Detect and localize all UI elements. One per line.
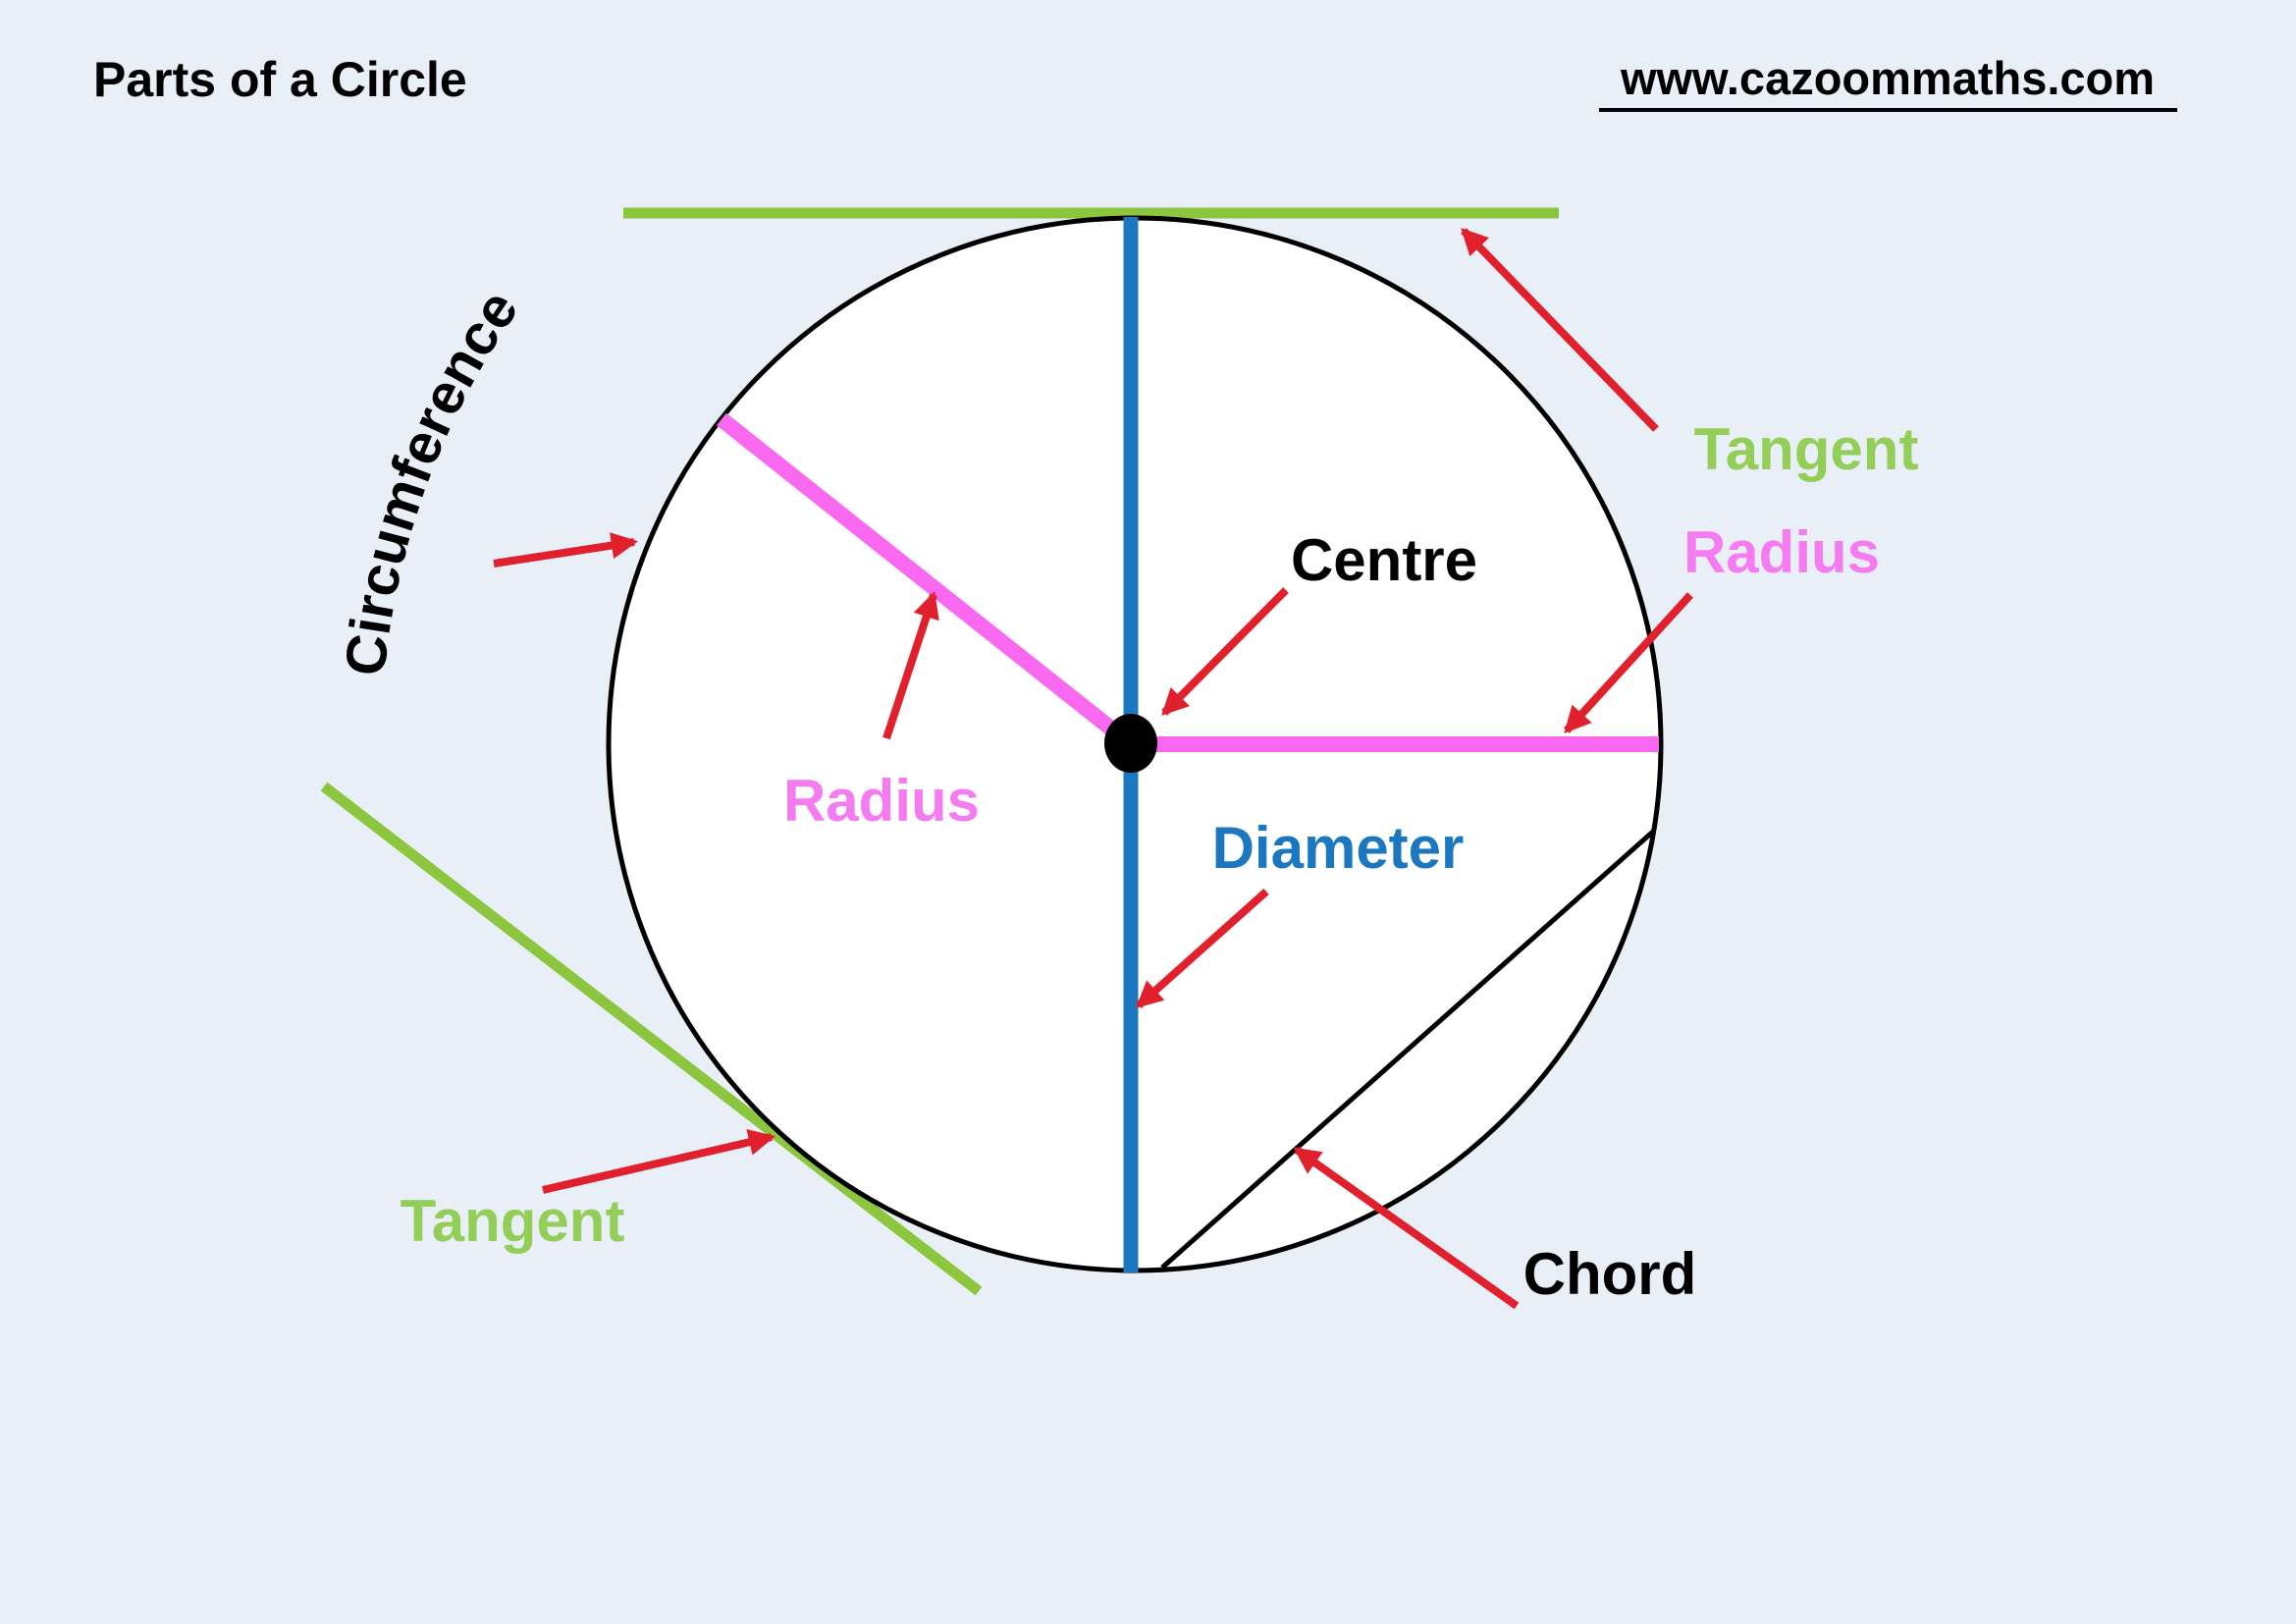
diameter-arrow: [1135, 889, 1269, 1008]
tangent-bottom-label: Tangent: [400, 1188, 625, 1254]
tangent-top-label: Tangent: [1694, 416, 1919, 482]
chord-line: [1160, 829, 1656, 1270]
tangent-line-bottom: [320, 782, 983, 1296]
tangent-top-arrow: [1461, 228, 1659, 432]
tangent-bottom-arrow: [542, 1128, 775, 1194]
radius-line-diagonal: [717, 412, 1136, 751]
page-title: Parts of a Circle: [93, 52, 467, 107]
radius-left-label: Radius: [783, 768, 980, 834]
radius-right-label: Radius: [1683, 519, 1880, 585]
diameter-label: Diameter: [1212, 815, 1465, 881]
chord-arrow: [1293, 1146, 1520, 1310]
centre-dot: [1104, 714, 1157, 773]
radius-left-arrow: [882, 591, 939, 740]
radius-right-arrow: [1564, 592, 1693, 734]
centre-label: Centre: [1291, 527, 1477, 593]
centre-arrow: [1161, 587, 1289, 716]
circumference-arrow: [493, 532, 639, 568]
website-link[interactable]: www.cazoommaths.com: [1620, 52, 2155, 104]
chord-label: Chord: [1523, 1241, 1697, 1307]
